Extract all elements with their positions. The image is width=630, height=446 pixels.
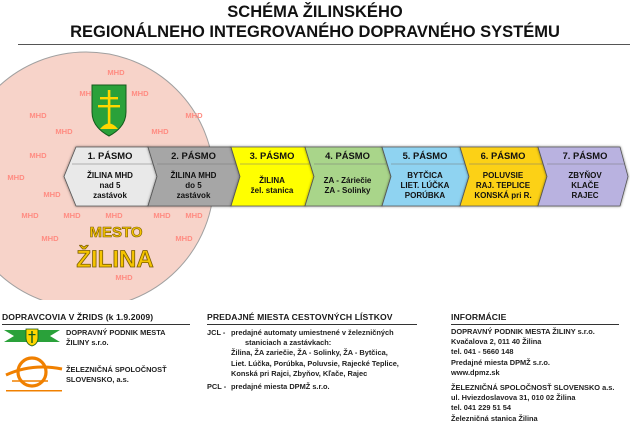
mhd-label: MHD [21,211,39,220]
zone-5-title: 5. PÁSMO [403,150,448,161]
mhd-label: MHD [7,173,25,182]
zone-1-line: ŽILINA MHD [87,171,133,180]
zone-7-title: 7. PÁSMO [563,150,608,161]
dpmz-logo-icon [4,328,60,347]
zone-4-line: ZA - Solinky [325,186,371,195]
zone-7-line: RAJEC [571,191,598,200]
zone-2-line: ŽILINA MHD [171,171,217,180]
mhd-label: MHD [43,190,61,199]
carriers-heading-underline [2,324,190,325]
zilina-coat-of-arms-icon [91,84,127,137]
zone-6-line: POLUVSIE [483,171,524,180]
info-dpmz: DOPRAVNÝ PODNIK MESTA ŽILINY s.r.o. Kvač… [451,327,595,377]
zone-2-line: zastávok [177,191,211,200]
tickets-heading-underline [207,324,417,325]
zone-7-shape [537,146,629,207]
zone-7-line: ZBYŇOV [568,171,602,180]
mhd-label: MHD [153,211,171,220]
info-heading-underline [451,324,619,325]
title-underline [18,44,630,45]
zssk-logo-icon [5,356,63,392]
zone-3-line: žel. stanica [251,186,294,195]
page-title-line-1: SCHÉMA ŽILINSKÉHO [227,3,403,21]
zone-6-title: 6. PÁSMO [481,150,526,161]
mhd-label: MHD [29,111,47,120]
mhd-label: MHD [29,151,47,160]
jcl-code: JCL - [207,328,226,337]
zone-5-line: BYTČICA [407,171,443,180]
tickets-heading: PREDAJNÉ MIESTA CESTOVNÝCH LÍSTKOV [207,312,393,322]
zone-2-line: do 5 [185,181,202,190]
mhd-label: MHD [41,234,59,243]
mhd-label: MHD [115,273,133,282]
zone-5-line: LIET. LÚČKA [401,181,450,190]
mhd-label: MHD [63,211,81,220]
zone-1-line: nad 5 [100,181,121,190]
zone-3-title: 3. PÁSMO [250,150,295,161]
zone-4-title: 4. PÁSMO [325,150,370,161]
zone-5-line: PORÚBKA [405,191,446,200]
carrier-dpmz: DOPRAVNÝ PODNIK MESTA ŽILINY s.r.o. [66,328,166,348]
zone-6-line: KONSKÁ pri R. [474,191,531,200]
zone-6-line: RAJ. TEPLICE [476,181,531,190]
pcl-code: PCL - [207,382,227,391]
city-name-bottom: ŽILINA [76,245,153,273]
zone-1-line: zastávok [93,191,127,200]
mhd-label: MHD [55,127,73,136]
mhd-label: MHD [107,68,125,77]
pcl-line: predajné miesta DPMŽ s.r.o. [231,382,330,391]
carrier-zssk: ŽELEZNIČNÁ SPOLOČNOSŤ SLOVENSKO, a.s. [66,365,167,385]
carriers-heading: DOPRAVCOVIA V ŽRIDS (k 1.9.2009) [2,312,154,322]
info-zssk: ŽELEZNIČNÁ SPOLOČNOSŤ SLOVENSKO a.s. ul.… [451,383,615,423]
zone-1-title: 1. PÁSMO [88,150,133,161]
city-name-top: MESTO [89,224,142,241]
mhd-label: MHD [151,127,169,136]
zone-4-line: ZA - Záriečie [324,176,372,185]
mhd-label: MHD [185,111,203,120]
mhd-label: MHD [79,89,97,98]
jcl-lines: predajné automaty umiestnené v železničn… [231,328,399,378]
zone-diagram: MHD MHD MHD MHD MHD MHD MHD MHD MHD MHD MHD MHD MHD M… [0,51,629,300]
zone-3-line: ŽILINA [259,176,285,185]
page-title-line-2: REGIONÁLNEHO INTEGROVANÉHO DOPRAVNÉHO SY… [70,23,560,41]
mhd-label: MHD [105,211,123,220]
mhd-label: MHD [185,211,203,220]
zone-7-line: KLAČE [571,181,599,190]
mhd-label: MHD [131,89,149,98]
info-heading: INFORMÁCIE [451,312,507,322]
zone-2-title: 2. PÁSMO [171,150,216,161]
mhd-label: MHD [175,234,193,243]
